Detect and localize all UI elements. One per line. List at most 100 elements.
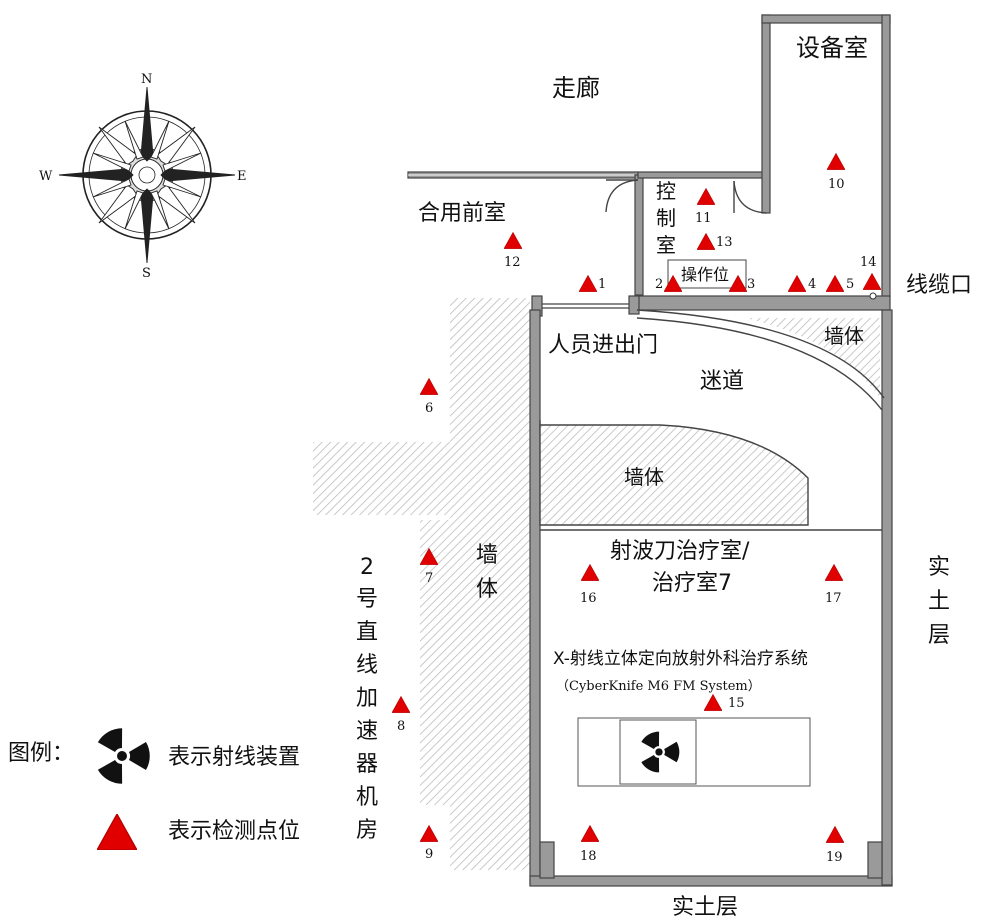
point-1: 1 <box>579 275 606 292</box>
linac-char-7: 器 <box>356 752 378 777</box>
linac-room-wall-hatch <box>313 298 530 870</box>
point-18-marker-icon <box>581 825 599 842</box>
point-14: 14 <box>860 255 881 290</box>
cable-port-dot <box>869 292 877 300</box>
point-5: 5 <box>826 275 854 292</box>
point-13: 13 <box>697 233 733 250</box>
point-2: 2 <box>655 275 682 292</box>
legend-point-label: 表示检测点位 <box>168 819 300 844</box>
point-12: 12 <box>504 232 522 270</box>
legend: 图例： 表示射线装置 表示检测点位 <box>8 726 300 850</box>
point-14-label: 14 <box>860 255 877 270</box>
point-5-label: 5 <box>846 277 854 292</box>
linac-char-1: 2 <box>360 555 374 580</box>
point-8-marker-icon <box>392 696 410 713</box>
point-16-label: 16 <box>580 591 597 606</box>
point-9: 9 <box>420 825 438 862</box>
point-15-marker-icon <box>704 694 722 711</box>
operator-position-label: 操作位 <box>681 265 729 284</box>
top-right-wall-hatch <box>745 318 880 398</box>
legend-title: 图例： <box>8 741 74 766</box>
linac-char-6: 速 <box>356 719 378 744</box>
point-6-marker-icon <box>420 378 438 395</box>
point-12-label: 12 <box>504 255 521 270</box>
solid-soil-right-char-2: 土 <box>928 589 950 614</box>
point-12-marker-icon <box>504 232 522 249</box>
linac-room-label: 2 号 直 线 加 速 器 机 房 <box>356 555 378 843</box>
point-19-marker-icon <box>826 826 844 843</box>
compass-east: E <box>237 169 247 184</box>
control-room-char-1: 控 <box>656 179 676 203</box>
point-6-label: 6 <box>425 401 433 416</box>
point-17-marker-icon <box>825 564 843 581</box>
point-10: 10 <box>827 153 845 192</box>
point-16-marker-icon <box>581 564 599 581</box>
point-3-label: 3 <box>747 277 755 292</box>
compass-west: W <box>39 169 53 184</box>
legend-point-icon <box>97 814 137 850</box>
point-8-label: 8 <box>397 719 405 734</box>
operator-desk <box>667 259 747 289</box>
point-4: 4 <box>788 275 816 292</box>
linac-char-8: 机 <box>356 785 378 810</box>
linac-char-4: 线 <box>356 653 378 678</box>
legend-radiation-icon <box>96 726 150 786</box>
point-15-label: 15 <box>728 696 745 711</box>
equipment-room-label: 设备室 <box>796 34 868 62</box>
compass-south: S <box>142 266 151 281</box>
point-13-marker-icon <box>697 233 715 250</box>
point-10-label: 10 <box>828 177 845 192</box>
compass-rose: N S W E <box>39 72 247 281</box>
point-17-label: 17 <box>825 591 842 606</box>
shared-anteroom-label: 合用前室 <box>418 201 506 226</box>
point-19-label: 19 <box>826 850 843 865</box>
corridor-label: 走廊 <box>552 74 600 102</box>
point-17: 17 <box>825 564 843 606</box>
point-9-label: 9 <box>425 847 433 862</box>
point-2-label: 2 <box>655 277 663 292</box>
point-5-marker-icon <box>826 275 844 292</box>
solid-soil-bottom-label: 实土层 <box>672 895 738 920</box>
point-10-marker-icon <box>827 153 845 170</box>
wall-inner-label: 墙体 <box>624 465 664 489</box>
control-room-char-2: 制 <box>656 206 676 230</box>
linac-char-9: 房 <box>356 818 378 843</box>
point-8: 8 <box>392 696 410 734</box>
compass-north: N <box>141 72 152 87</box>
point-11-label: 11 <box>695 211 712 226</box>
inner-wall-block <box>539 424 809 526</box>
point-4-label: 4 <box>808 277 816 292</box>
staff-door-label: 人员进出门 <box>548 333 658 358</box>
point-6: 6 <box>420 378 438 416</box>
solid-soil-right-char-3: 层 <box>928 623 950 648</box>
point-18: 18 <box>580 825 599 864</box>
point-1-marker-icon <box>579 275 597 292</box>
point-18-label: 18 <box>580 849 597 864</box>
point-15: 15 <box>704 694 745 711</box>
treatment-room-label-2: 治疗室7 <box>652 571 732 596</box>
point-13-label: 13 <box>716 235 733 250</box>
wall-left-char-2: 体 <box>476 577 498 602</box>
point-16: 16 <box>580 564 599 606</box>
linac-char-3: 直 <box>356 620 378 645</box>
wall-left-char-1: 墙 <box>476 543 498 568</box>
wall-top-right-label: 墙体 <box>824 324 864 348</box>
system-model-label: （CyberKnife M6 FM System） <box>556 679 761 694</box>
point-9-marker-icon <box>420 825 438 842</box>
control-room-char-3: 室 <box>656 233 676 257</box>
legend-radiation-label: 表示射线装置 <box>168 745 300 770</box>
linac-char-5: 加 <box>356 686 378 711</box>
point-1-label: 1 <box>598 277 606 292</box>
point-11-marker-icon <box>697 188 715 205</box>
point-4-marker-icon <box>788 275 806 292</box>
point-14-marker-icon <box>863 273 881 290</box>
treatment-room-label-1: 射波刀治疗室/ <box>610 539 750 564</box>
system-name-label: X-射线立体定向放射外科治疗系统 <box>553 649 808 669</box>
linac-char-2: 号 <box>356 587 378 612</box>
point-11: 11 <box>695 188 715 226</box>
solid-soil-right-char-1: 实 <box>928 555 950 580</box>
point-3: 3 <box>729 275 755 292</box>
point-19: 19 <box>826 826 844 865</box>
cable-port-label: 线缆口 <box>906 273 972 298</box>
